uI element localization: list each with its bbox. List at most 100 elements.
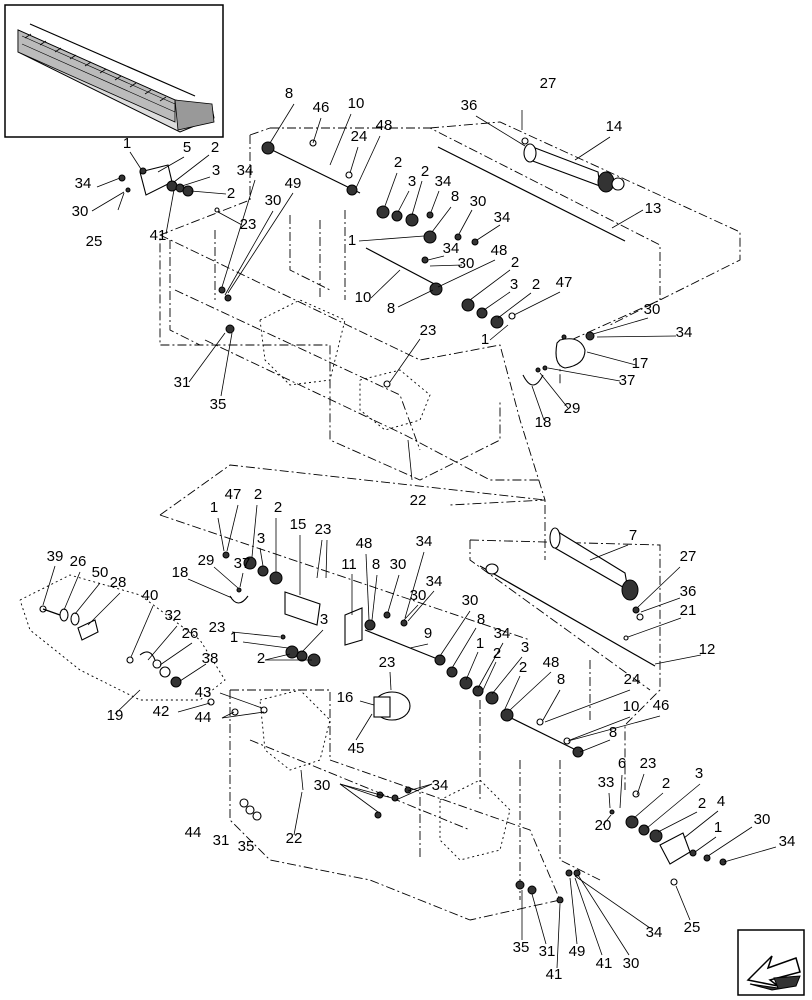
callout-48: 48 [376, 117, 393, 134]
callout-24: 24 [351, 128, 368, 145]
callout-22: 22 [410, 492, 427, 509]
callout-34: 34 [435, 173, 452, 190]
callout-23: 23 [640, 755, 657, 772]
callout-20: 20 [595, 817, 612, 834]
callout-1: 1 [123, 135, 131, 152]
callout-49: 49 [285, 175, 302, 192]
callout-35: 35 [513, 939, 530, 956]
callout-36: 36 [461, 97, 478, 114]
shaft-10-upper [267, 147, 361, 194]
callout-30: 30 [72, 203, 89, 220]
callout-12: 12 [699, 641, 716, 658]
callout-2: 2 [493, 645, 501, 662]
callout-14: 14 [606, 118, 623, 135]
callout-13: 13 [645, 200, 662, 217]
callout-47: 47 [225, 486, 242, 503]
callout-2: 2 [211, 139, 219, 156]
callout-8: 8 [557, 671, 565, 688]
callout-3: 3 [510, 276, 518, 293]
callout-35: 35 [238, 838, 255, 855]
callout-16: 16 [337, 689, 354, 706]
callout-2: 2 [274, 499, 282, 516]
callout-30: 30 [623, 955, 640, 972]
callout-3: 3 [212, 162, 220, 179]
machine-overview-thumbnail [4, 4, 224, 138]
callout-41: 41 [596, 955, 613, 972]
callout-3: 3 [521, 639, 529, 656]
lower-hardware [39, 551, 727, 904]
callout-30: 30 [462, 592, 479, 609]
callout-50: 50 [92, 564, 109, 581]
callout-30: 30 [410, 587, 427, 604]
callout-2: 2 [698, 795, 706, 812]
callout-46: 46 [313, 99, 330, 116]
callout-34: 34 [443, 240, 460, 257]
callout-30: 30 [314, 777, 331, 794]
callout-30: 30 [754, 811, 771, 828]
callout-27: 27 [680, 548, 697, 565]
upper-shafts [267, 143, 626, 289]
callout-36: 36 [680, 583, 697, 600]
callout-2: 2 [254, 486, 262, 503]
callout-2: 2 [421, 163, 429, 180]
callout-27: 27 [540, 75, 557, 92]
callout-23: 23 [209, 619, 226, 636]
callout-1: 1 [481, 331, 489, 348]
callout-24: 24 [624, 671, 641, 688]
callout-31: 31 [539, 943, 556, 960]
callout-3: 3 [695, 765, 703, 782]
callout-1: 1 [476, 635, 484, 652]
callout-44: 44 [185, 824, 202, 841]
callout-47: 47 [556, 274, 573, 291]
shaft-10-lower [504, 714, 581, 753]
callout-10: 10 [348, 95, 365, 112]
callout-25: 25 [86, 233, 103, 250]
callout-44: 44 [195, 709, 212, 726]
callout-2: 2 [394, 154, 402, 171]
shaft-9 [364, 629, 441, 661]
callout-30: 30 [470, 193, 487, 210]
callout-41: 41 [150, 227, 167, 244]
upper-hardware [117, 110, 595, 481]
upper-frame-outline [159, 121, 741, 506]
bracket-18a [522, 374, 544, 386]
callout-29: 29 [198, 552, 215, 569]
callout-30: 30 [265, 192, 282, 209]
callout-8: 8 [609, 724, 617, 741]
callout-49: 49 [569, 943, 586, 960]
callout-1: 1 [348, 232, 356, 249]
callout-23: 23 [420, 322, 437, 339]
callout-34: 34 [416, 533, 433, 550]
callout-10: 10 [623, 698, 640, 715]
callout-8: 8 [285, 85, 293, 102]
callout-48: 48 [356, 535, 373, 552]
callout-34: 34 [494, 625, 511, 642]
callout-48: 48 [491, 242, 508, 259]
plate-11 [344, 607, 363, 646]
callout-25: 25 [684, 919, 701, 936]
callout-43: 43 [195, 684, 212, 701]
callout-1: 1 [714, 819, 722, 836]
callout-34: 34 [237, 162, 254, 179]
callout-5: 5 [183, 139, 191, 156]
callout-23: 23 [240, 216, 257, 233]
bearing-48a [346, 184, 358, 196]
callout-2: 2 [532, 276, 540, 293]
callout-30: 30 [458, 255, 475, 272]
callout-42: 42 [153, 703, 170, 720]
callout-8: 8 [477, 611, 485, 628]
shaft-10-mid [365, 247, 443, 289]
callout-8: 8 [372, 556, 380, 573]
driveshaft-7 [485, 527, 639, 601]
callout-40: 40 [142, 587, 159, 604]
callout-7: 7 [629, 527, 637, 544]
callout-2: 2 [257, 650, 265, 667]
callout-2: 2 [662, 775, 670, 792]
callout-32: 32 [165, 607, 182, 624]
callout-26: 26 [70, 553, 87, 570]
callout-11: 11 [341, 556, 357, 573]
callout-1: 1 [210, 499, 218, 516]
